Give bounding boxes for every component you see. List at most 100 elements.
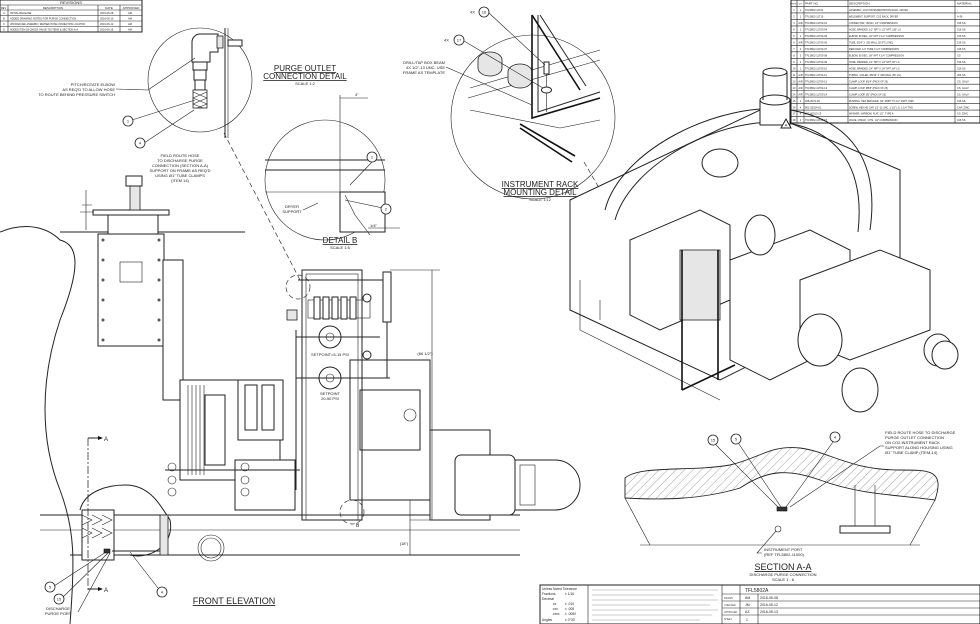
parts-list-cell: A/R (798, 79, 802, 83)
rev-cell: AM (128, 28, 132, 32)
parts-list-cell: 14 (793, 92, 796, 96)
rev-header: DESCRIPTION (43, 6, 64, 10)
parts-list-cell: 316 SS (957, 118, 966, 122)
section-marker-a-top: A (104, 437, 108, 443)
parts-list-cell: 304 SS (957, 73, 966, 77)
drill-note: 4X 1/2"-13 UNC. USE (406, 65, 445, 70)
section-aa-title: SECTION A-A (754, 562, 811, 572)
instrument-port-label: (REF TFL5802-11000) (764, 552, 805, 557)
parts-list-header: MATERIAL (957, 2, 972, 6)
parts-list-cell: 901-02024-01 (805, 105, 822, 109)
parts-list-cell: CLAMP, LOOP, Ø1/4" (PACK OF 25) (849, 80, 888, 83)
rack-detail-title: MOUNTING DETAIL (503, 188, 577, 197)
purge-outlet-connection-detail: PURGE OUTLET CONNECTION DETAIL SCALE 1:2… (263, 64, 400, 241)
parts-list-cell: 316 SS (957, 66, 966, 70)
rev-cell: UPDATED REF ASSEMBLY, REVISED HOSE CONNE… (10, 23, 86, 26)
parts-list-cell: 202-00012-13 (805, 112, 822, 116)
discharge-purge-port-label: DISCHARGE (46, 606, 70, 611)
setpoint-label-2: 20-50 PSI (321, 396, 339, 401)
parts-list-cell: 316 SS (957, 47, 966, 51)
balloon-17: 17 (457, 38, 462, 43)
rev-cell: B (3, 17, 5, 21)
parts-list-cell: 3 (793, 21, 795, 25)
tolerance-title: Unless Noted Tolerance (542, 587, 577, 591)
hose-note: Ø1" TUBE CLAMP (ITEM-14) (885, 450, 938, 455)
parts-list-cell: 7 (793, 47, 795, 51)
parts-list-cell: HOSE, BRAIDED, 1/4" NPT X 1/4" NPT, 84" … (849, 67, 900, 70)
dryer-support-label: DRYER (285, 204, 299, 209)
parts-list-cell: 4 (793, 28, 795, 32)
revision-flag-triangle: A (780, 117, 792, 129)
balloon-5: 5 (735, 437, 738, 442)
signoff-date: 2016-05-12 (760, 603, 778, 607)
parts-list-cell: 11 (793, 73, 796, 77)
field-route-note: SUPPORT ON FRAME AS REQ'D (149, 168, 210, 173)
parts-list-cell: A/R (798, 92, 802, 96)
parts-list-cell: 4 (800, 105, 802, 109)
parts-list-cell: TFL5802-11703-08 (805, 53, 828, 57)
elbow-note: TO ROUTE BEHIND PRESSURE SWITCH (38, 92, 115, 97)
parts-list-cell: TFL5802-11703-15 (805, 118, 828, 122)
balloon-4: 4 (834, 435, 837, 440)
decimal-label: Decimal (542, 597, 554, 601)
parts-list-cell: TFL5802-11701 (805, 8, 824, 12)
signoff-role: APPROVED (724, 611, 738, 614)
rev-cell: 2016-06-15 (100, 28, 114, 32)
parts-list-cell: ELBOW, 90 DEG, 1/8" NPT X 1/4" COMPRESSI… (849, 54, 904, 57)
field-route-note: TO DISCHARGE PURGE (157, 158, 203, 163)
title-block: Unless Noted Tolerance Fractions ± 1/16 … (539, 584, 980, 624)
hose-note: PURGE OUTLET CONNECTION (885, 435, 944, 440)
parts-list-cell: 1 (800, 66, 802, 70)
parts-list-cell: VALVE, CHECK, 1 PSI, 1/4" COMPRESSION (849, 119, 898, 122)
parts-list-cell: TFL5802-11715 (805, 15, 824, 19)
parts-list-cell: 4 (800, 112, 802, 116)
parts-list-cell: CLAMP, LOOP, Ø1" (PACK OF 25) (849, 93, 886, 96)
dim-4in: 4" (355, 92, 359, 97)
dryer-support-label: SUPPORT (282, 209, 302, 214)
parts-list-cell: WASHER, NARROW, FLAT, 1/2", TYPE A (849, 113, 894, 116)
field-route-note: (ITEM 14) (171, 178, 189, 183)
balloon-2: 2 (385, 207, 388, 212)
decimal-tolerance: ± .005 (565, 607, 574, 611)
parts-list-cell: ASSEMBLY, CO2 INSTRUMENTATION RACK, DRYE… (849, 9, 908, 12)
parts-list-cell: TFL5802-11703-12 (805, 79, 828, 83)
parts-list-cell: 316 SS (957, 41, 966, 45)
hose-note: FIELD ROUTE HOSE TO DISCHARGE (885, 430, 956, 435)
front-elevation-view: A A 5 15 DISCHARGE PURGE PORT 4 FRONT EL… (0, 175, 581, 624)
parts-list-cell: CS (957, 53, 961, 57)
rack-detail-scale: SCALE 1:12 (529, 197, 552, 202)
purge-detail-title: CONNECTION DETAIL (263, 72, 347, 81)
revision-flag: A (785, 123, 788, 128)
balloon-4: 4 (161, 590, 164, 595)
parts-list-cell: 316 SS (957, 34, 966, 38)
instrument-rack-mounting-detail: 16 4X 17 4X DRILL/TAP BOX BEAM 4X 1/2"-1… (403, 6, 691, 346)
angles-label: Angles (542, 618, 552, 622)
detail-b-scale: SCALE 1:5 (330, 245, 351, 250)
parts-list-cell: TFL5802-11703-01 (805, 21, 828, 25)
decimal-tolerance: ± .010 (565, 602, 574, 606)
parts-list-cell: 1 (793, 8, 795, 12)
balloon-5: 5 (49, 585, 52, 590)
parts-list-cell: TFL5802-11703-04 (805, 28, 828, 32)
parts-list-cell: TFL5802-11703-09 (805, 60, 828, 64)
parts-list-cell: 10 (793, 66, 796, 70)
parts-list-cell: 17 (793, 112, 796, 116)
parts-list-cell: 1 (800, 8, 802, 12)
parts-list-cell: - (957, 9, 958, 12)
decimal-format: .xxxx (552, 612, 560, 616)
parts-list-cell: ELBOW, 90 DEG, 1/2" NPT X 1/2" COMPRESSI… (849, 35, 904, 38)
field-route-note: USING Ø1" TUBE CLAMPS (155, 173, 205, 178)
parts-list-header: ITEM NO. (790, 4, 798, 6)
front-elevation-title: FRONT ELEVATION (193, 596, 276, 606)
parts-list-cell: A/R (798, 73, 802, 77)
parts-list-cell: 2 (793, 15, 795, 19)
parts-list-cell: TFL5802-11703-06 (805, 41, 828, 45)
parts-list-cell: 316 SS (957, 21, 966, 25)
parts-list-cell: CS, GALV (957, 86, 969, 90)
parts-list-cell: 18 (793, 118, 796, 122)
qty-16: 4X (470, 10, 475, 15)
rack-detail-title: INSTRUMENT RACK (502, 180, 579, 189)
signoff-initials: AM (745, 596, 750, 600)
parts-list-cell: 16 (793, 105, 796, 109)
rev-cell: C (3, 22, 5, 26)
